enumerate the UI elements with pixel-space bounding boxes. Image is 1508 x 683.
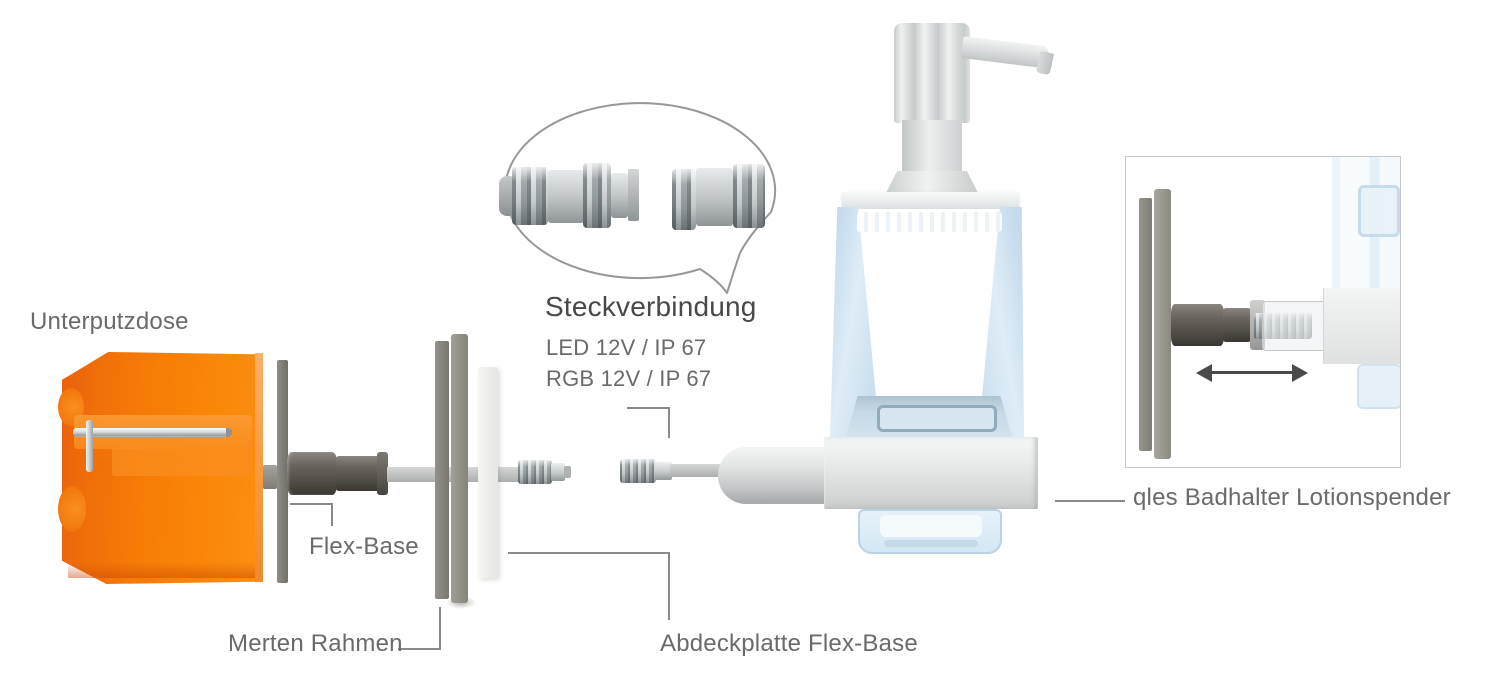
inset-wall-bar-front	[1154, 189, 1171, 459]
cable-plug-left-body	[551, 463, 565, 481]
leader-product	[1055, 500, 1125, 502]
inset-translucent-sleeve	[1262, 301, 1334, 351]
bottle-bottom-edge	[884, 540, 978, 547]
cable-plug-left-ribs	[518, 460, 552, 484]
label-merten-rahmen: Merten Rahmen	[228, 630, 403, 657]
label-unterputzdose: Unterputzdose	[30, 308, 189, 335]
cable-right	[670, 464, 726, 477]
inset-detail-box	[1125, 156, 1401, 468]
cable-plug-right-ribs	[620, 459, 656, 483]
label-abdeckplatte: Abdeckplatte Flex-Base	[660, 630, 918, 657]
bottle-inner-bottom-frame	[877, 405, 997, 432]
label-spec-rgb: RGB 12V / IP 67	[546, 366, 712, 391]
cable-plug-left-tip	[564, 466, 571, 478]
double-arrow-right-head	[1292, 364, 1308, 382]
plug-connection-right-ribs-rear	[733, 164, 765, 228]
mounting-pin-vertical	[86, 420, 93, 472]
leader-merten-h	[398, 648, 441, 650]
plug-connection-right-cone	[696, 168, 733, 226]
double-arrow-icon	[1210, 371, 1294, 374]
pump-spout	[960, 36, 1049, 69]
plug-connection-right-ribs-front	[672, 169, 696, 230]
label-spec-led: LED 12V / IP 67	[546, 335, 707, 360]
flush-mount-box-rim	[255, 353, 263, 582]
inset-bottle-bottom-faded	[1357, 364, 1400, 409]
double-arrow-left-head	[1196, 364, 1212, 382]
plug-connection-left-tip	[628, 169, 639, 221]
flex-base-connector-flange	[377, 452, 388, 495]
flush-mount-box-recess-lower	[112, 447, 252, 476]
merten-frame-plate-rear	[435, 341, 449, 599]
leader-merten-v	[439, 607, 441, 650]
flex-base-connector-main	[287, 452, 337, 495]
mounting-pin-horizontal	[73, 428, 231, 437]
speech-bubble-outline	[504, 102, 777, 294]
pump-collar	[886, 171, 978, 193]
bottle-inner-top-texture	[857, 212, 1002, 232]
flex-base-connector-mid	[336, 456, 380, 491]
pump-spout-tip	[1035, 50, 1055, 76]
wall-plate-nub	[263, 465, 277, 489]
label-steckverbindung: Steckverbindung	[545, 291, 757, 322]
merten-frame-plate-front	[451, 334, 468, 603]
bottle-cap-plate	[842, 192, 1019, 209]
inset-bottle-window-faded	[1358, 185, 1400, 237]
flush-mount-box-bottom-shade	[68, 562, 260, 578]
bottle-bottom-highlight	[880, 515, 982, 537]
label-product: qles Badhalter Lotionspender	[1133, 484, 1451, 511]
mounting-pin-end	[226, 428, 232, 437]
leader-flex-base-v	[331, 503, 333, 526]
leader-spec-h	[627, 407, 670, 409]
inset-flex-base-main	[1171, 304, 1224, 346]
pump-head	[894, 23, 970, 123]
leader-flex-base-h	[290, 503, 333, 505]
plug-connection-left-cone	[548, 170, 584, 223]
plug-connection-left-ribs-rear	[512, 167, 548, 225]
plug-connection-left-ribs-front	[583, 163, 611, 228]
flex-base-cover-plate	[478, 367, 498, 578]
leader-cover-plate-v	[668, 552, 670, 620]
wall-plate	[277, 360, 288, 583]
leader-spec-v	[668, 407, 670, 438]
leader-cover-plate-h	[508, 552, 670, 554]
cable-plug-right-body	[655, 462, 672, 480]
flush-mount-box-dome-bottom	[58, 486, 86, 532]
pump-neck	[902, 120, 962, 174]
inset-wall-bar-rear	[1139, 198, 1152, 451]
inset-holder-block-faded	[1323, 288, 1400, 364]
inset-flex-base-mid	[1223, 308, 1251, 342]
plug-connection-left-step	[611, 173, 628, 218]
holder-block	[824, 437, 1038, 509]
label-flex-base: Flex-Base	[309, 533, 419, 560]
holder-arm	[718, 447, 828, 504]
